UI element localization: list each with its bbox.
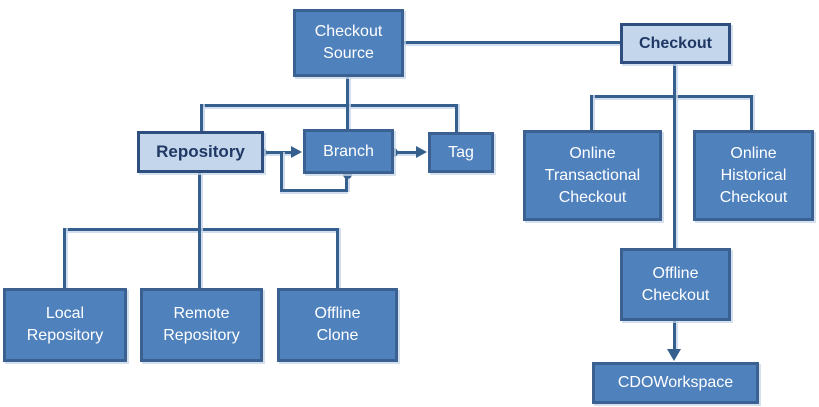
arrowhead-into-branch [291,146,302,158]
connector-drop-offline-clone [336,228,339,289]
connector-source-rail [200,104,458,107]
connector-drop-offline-checkout [673,95,676,249]
connector-checkout-source-stem [346,74,349,107]
connector-drop-local-repository [63,228,66,289]
arrowhead-into-tag [416,146,427,158]
connector-offline-checkout-to-workspace [673,318,676,351]
connector-drop-online-historical [750,95,753,131]
node-remote-repository: Remote Repository [140,288,263,362]
connector-repository-rail [63,228,339,231]
connector-checkout-source-to-checkout [401,41,620,44]
node-offline-checkout: Offline Checkout [620,248,731,321]
connector-checkout-stem [673,61,676,97]
connector-branch-to-tag [392,151,419,154]
node-checkout-source: Checkout Source [293,9,404,77]
connector-drop-tag [455,104,458,133]
connector-branch-self-loop-left [280,152,283,192]
connector-drop-repository [200,104,203,132]
node-checkout: Checkout [620,23,731,64]
connector-drop-remote-repository [198,228,201,289]
node-online-transactional-checkout: Online Transactional Checkout [523,130,662,221]
node-cdoworkspace: CDOWorkspace [592,362,759,404]
node-online-historical-checkout: Online Historical Checkout [693,130,814,221]
connector-repository-to-branch [262,151,295,154]
dot-branch-self-loop [343,170,352,179]
connector-branch-self-loop-bottom [280,189,348,192]
connector-checkout-rail [590,95,753,98]
node-repository: Repository [137,131,264,173]
node-tag: Tag [428,132,494,173]
connector-drop-branch [346,104,349,130]
connector-repository-stem [198,170,201,230]
connector-branch-self-loop-right [345,175,348,192]
node-offline-clone: Offline Clone [277,288,398,362]
arrowhead-into-cdoworkspace [667,349,681,361]
connector-drop-online-transactional [590,95,593,131]
node-branch: Branch [303,129,394,174]
node-local-repository: Local Repository [3,288,127,362]
